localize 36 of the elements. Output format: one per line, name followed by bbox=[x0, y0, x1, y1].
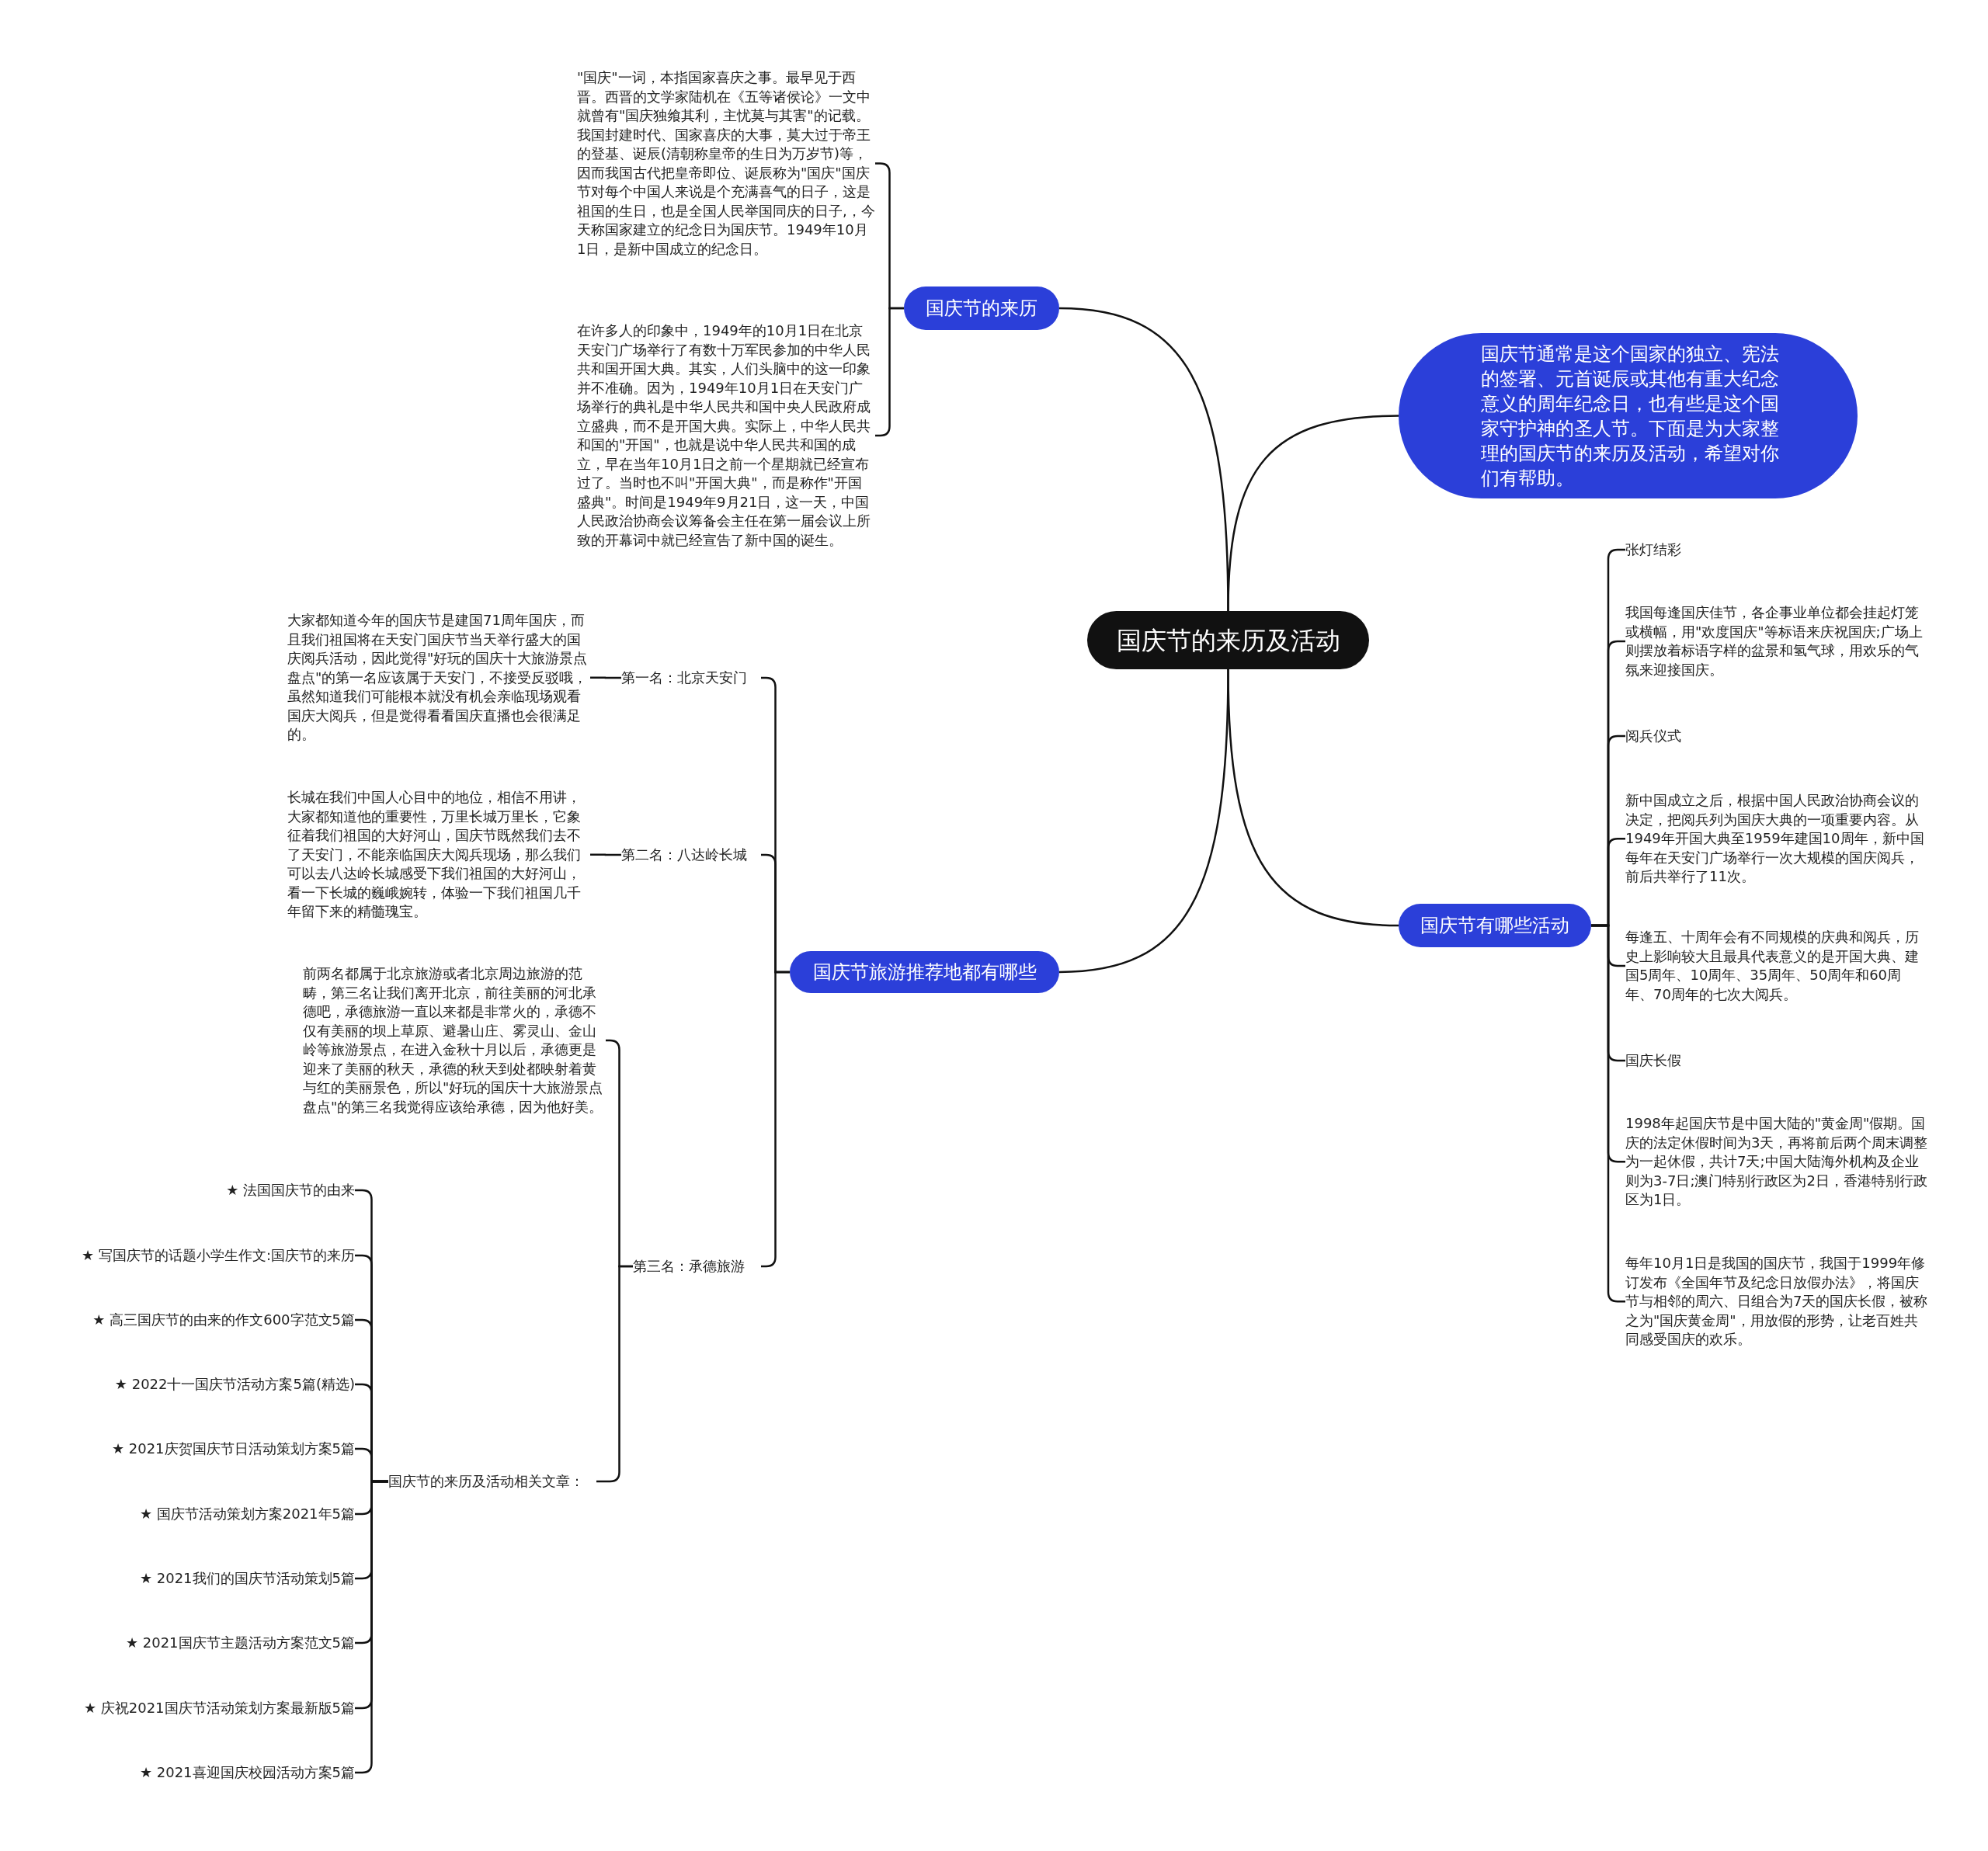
subtopic-label: ★ 2021庆贺国庆节日活动策划方案5篇 bbox=[29, 1439, 355, 1459]
intro-bubble: 国庆节通常是这个国家的独立、宪法的签署、元首诞辰或其他有重大纪念意义的周年纪念日，也有些是这个国家守护神的圣人节。下面是为大家整理的国庆节的来历及活动，希望对你们有帮助。 bbox=[1399, 333, 1858, 498]
subtopic-label: ★ 庆祝2021国庆节活动策划方案最新版5篇 bbox=[29, 1698, 355, 1718]
subtopic-label: ★ 法国国庆节的由来 bbox=[29, 1180, 355, 1200]
subtopic-label: ★ 2021我们的国庆节活动策划5篇 bbox=[29, 1568, 355, 1589]
connector-line bbox=[590, 676, 621, 679]
note-text: 我国每逢国庆佳节，各企事业单位都会挂起灯笼或横幅，用"欢度国庆"等标语来庆祝国庆;广场上则摆放着标语字样的盆景和氢气球，用欢乐的气氛来迎接国庆。 bbox=[1625, 603, 1928, 679]
subtopic-label: ★ 国庆节活动策划方案2021年5篇 bbox=[29, 1504, 355, 1524]
subtopic-label: 国庆节的来历及活动相关文章： bbox=[388, 1471, 596, 1492]
note-text: 1998年起国庆节是中国大陆的"黄金周"假期。国庆的法定休假时间为3天，再将前后两个周末调整为一起休假，共计7天;中国大陆海外机构及企业则为3-7日;澳门特别行政区为2日，香港特别行政区为1日。 bbox=[1625, 1114, 1928, 1210]
note-text: 前两名都属于北京旅游或者北京周边旅游的范畴，第三名让我们离开北京，前往美丽的河北承德吧，承德旅游一直以来都是非常火的，承德不仅有美丽的坝上草原、避暑山庄、雾灵山、金山岭等旅游景点，在进入金秋十月以后，承德更是迎来了美丽的秋天，承德的秋天到处都映射着黄与红的美丽景色，所以"好玩的国庆十大旅游景点盘点"的第三名我觉得应该给承德，因为他好美。 bbox=[303, 964, 606, 1117]
subtopic-label: ★ 2021喜迎国庆校园活动方案5篇 bbox=[29, 1762, 355, 1783]
topic-pill: 国庆节的来历 bbox=[904, 287, 1059, 330]
central-topic: 国庆节的来历及活动 bbox=[1087, 611, 1369, 669]
note-text: 每逢五、十周年会有不同规模的庆典和阅兵，历史上影响较大且最具代表意义的是开国大典、建国5周年、10周年、35周年、50周年和60周年、70周年的七次大阅兵。 bbox=[1625, 928, 1928, 1004]
connector-line bbox=[1227, 415, 1399, 612]
subtopic-label: 第三名：承德旅游 bbox=[633, 1256, 761, 1276]
subtopic-label: 阅兵仪式 bbox=[1625, 726, 1924, 746]
note-text: 每年10月1日是我国的国庆节，我国于1999年修订发布《全国年节及纪念日放假办法》，将国庆节与相邻的周六、日组合为7天的国庆长假，被称之为"国庆黄金周"，用放假的形势，让老百姓共同感受国庆的欢乐。 bbox=[1625, 1254, 1928, 1349]
subtopic-label: 国庆长假 bbox=[1625, 1051, 1924, 1071]
topic-pill: 国庆节旅游推荐地都有哪些 bbox=[790, 951, 1059, 993]
note-text: 在许多人的印象中，1949年的10月1日在北京天安门广场举行了有数十万军民参加的中华人民共和国开国大典。其实，人们头脑中的这一印象并不准确。因为，1949年10月1日在天安门广场举行的典礼是中华人民共和国中央人民政府成立盛典，而不是开国大典。实际上，中华人民共和国的"开国"，也就是说中华人民共和国的成立，早在当年10月1日之前一个星期就已经宣布过了。当时也不叫"开国大典"，而是称作"开国盛典"。时间是1949年9月21日，这一天，中国人民政治协商会议筹备会主任在第一届会议上所致的开幕词中就已经宣告了新中国的诞生。 bbox=[577, 321, 875, 550]
subtopic-label: 第一名：北京天安门 bbox=[621, 668, 761, 688]
subtopic-label: ★ 2021国庆节主题活动方案范文5篇 bbox=[29, 1633, 355, 1653]
subtopic-label: ★ 写国庆节的话题小学生作文:国庆节的来历 bbox=[29, 1245, 355, 1266]
note-text: 新中国成立之后，根据中国人民政治协商会议的决定，把阅兵列为国庆大典的一项重要内容。从1949年开国大典至1959年建国10周年，新中国每年在天安门广场举行一次大规模的国庆阅兵，前后共举行了11次。 bbox=[1625, 791, 1928, 887]
note-text: 大家都知道今年的国庆节是建国71周年国庆，而且我们祖国将在天安门国庆节当天举行盛大的国庆阅兵活动，因此觉得"好玩的国庆十大旅游景点盘点"的第一名应该属于天安门，不接受反驳哦，虽然知道我们可能根本就没有机会亲临现场观看国庆大阅兵，但是觉得看看国庆直播也会很满足的。 bbox=[287, 611, 590, 745]
note-text: "国庆"一词，本指国家喜庆之事。最早见于西晋。西晋的文学家陆机在《五等诸侯论》一文中就曾有"国庆独飨其利，主忧莫与其害"的记载。我国封建时代、国家喜庆的大事，莫大过于帝王的登基、诞辰(清朝称皇帝的生日为万岁节)等，因而我国古代把皇帝即位、诞辰称为"国庆"国庆节对每个中国人来说是个充满喜气的日子，这是祖国的生日，也是全国人民举国同庆的日子,，今天称国家建立的纪念日为国庆节。1949年10月1日，是新中国成立的纪念日。 bbox=[577, 68, 875, 259]
topic-pill: 国庆节有哪些活动 bbox=[1399, 904, 1591, 947]
note-text: 长城在我们中国人心目中的地位，相信不用讲，大家都知道他的重要性，万里长城万里长，它象征着我们祖国的大好河山，国庆节既然我们去不了天安门，不能亲临国庆大阅兵现场，那么我们可以去八达岭长城感受下我们祖国的大好河山，看一下长城的巍峨婉转，体验一下我们祖国几千年留下来的精髓瑰宝。 bbox=[287, 788, 590, 922]
connector-line bbox=[590, 853, 621, 856]
subtopic-label: ★ 高三国庆节的由来的作文600字范文5篇 bbox=[29, 1310, 355, 1330]
subtopic-label: 第二名：八达岭长城 bbox=[621, 845, 761, 865]
subtopic-label: ★ 2022十一国庆节活动方案5篇(精选) bbox=[29, 1374, 355, 1394]
subtopic-label: 张灯结彩 bbox=[1625, 540, 1924, 560]
connector-line bbox=[1058, 669, 1229, 974]
